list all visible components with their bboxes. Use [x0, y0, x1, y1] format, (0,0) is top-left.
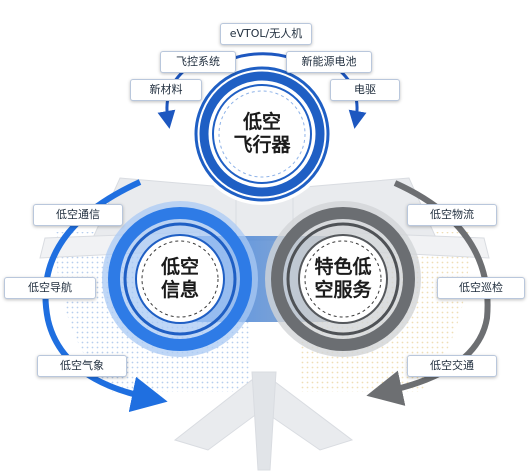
tag-new-energy-battery: 新能源电池: [286, 51, 372, 73]
tag-low-altitude-traffic: 低空交通: [407, 355, 497, 377]
aircraft-hub: [191, 63, 333, 205]
services-hub-line2: 空服务: [314, 279, 372, 301]
aircraft-hub-label: 低空 飞行器: [222, 111, 302, 157]
services-hub: [265, 201, 421, 357]
services-hub-line1: 特色低: [314, 256, 372, 278]
tag-evtol: eVTOL/无人机: [220, 23, 312, 45]
info-hub-label: 低空 信息: [140, 256, 220, 302]
tag-new-materials: 新材料: [130, 79, 202, 101]
info-hub: [102, 201, 258, 357]
tag-flight-control: 飞控系统: [160, 51, 236, 73]
tag-low-altitude-communication: 低空通信: [33, 204, 123, 226]
services-hub-label: 特色低 空服务: [303, 256, 383, 302]
info-hub-line2: 信息: [160, 279, 199, 301]
tag-low-altitude-weather: 低空气象: [37, 355, 127, 377]
aircraft-hub-line2: 飞行器: [233, 134, 291, 156]
aircraft-hub-line1: 低空: [242, 111, 281, 133]
info-hub-line1: 低空: [160, 256, 199, 278]
tag-electric-drive: 电驱: [330, 79, 400, 101]
tag-low-altitude-logistics: 低空物流: [407, 204, 497, 226]
tag-low-altitude-navigation: 低空导航: [4, 277, 96, 299]
tag-low-altitude-inspection: 低空巡检: [437, 277, 525, 299]
